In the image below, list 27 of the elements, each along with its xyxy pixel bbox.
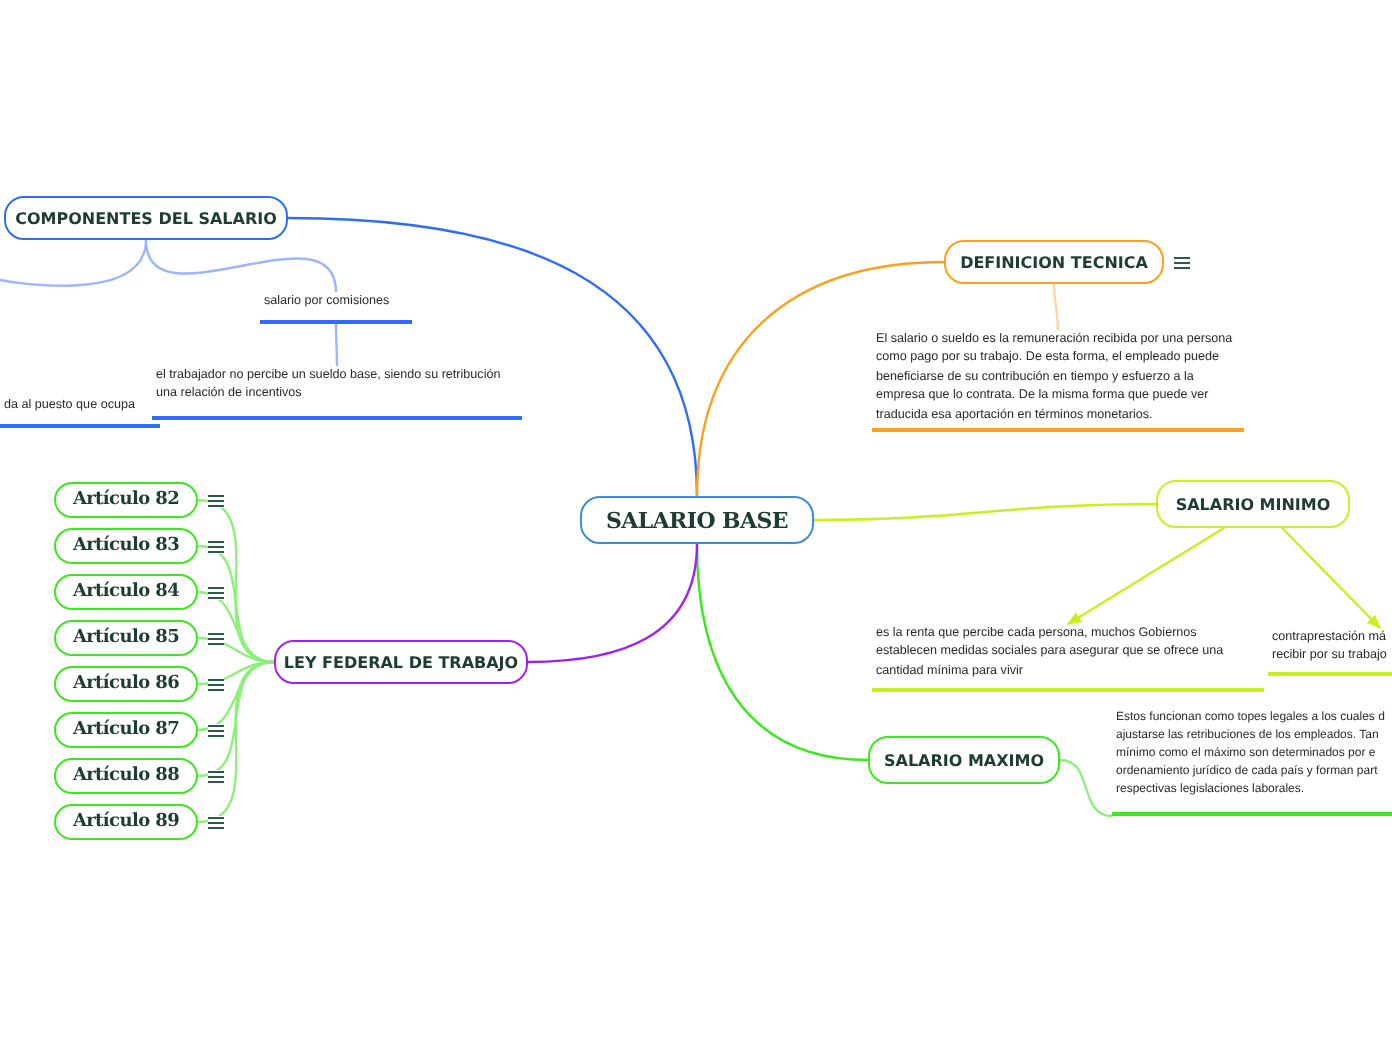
topic-pill: Artículo 83 bbox=[54, 528, 198, 564]
connector bbox=[1052, 283, 1060, 331]
connector bbox=[1059, 758, 1113, 818]
topic-pill: Artículo 82 bbox=[54, 482, 198, 518]
connector bbox=[144, 239, 338, 293]
topic-pill: SALARIO MINIMO bbox=[1156, 480, 1350, 528]
connector bbox=[527, 543, 699, 664]
topic-pill: Artículo 87 bbox=[54, 712, 198, 748]
topic-pill: Artículo 89 bbox=[54, 804, 198, 840]
topic-pill: DEFINICION TECNICA bbox=[944, 240, 1164, 284]
topic-pill: LEY FEDERAL DE TRABAJO bbox=[274, 640, 528, 684]
topic-pill: Artículo 86 bbox=[54, 666, 198, 702]
topic-pill: SALARIO MAXIMO bbox=[868, 736, 1060, 784]
connector bbox=[334, 324, 339, 366]
connector bbox=[197, 660, 275, 732]
connector bbox=[0, 239, 148, 287]
connector bbox=[1281, 527, 1381, 630]
connector bbox=[814, 502, 1156, 522]
connector bbox=[1066, 526, 1225, 626]
topic-pill: COMPONENTES DEL SALARIO bbox=[4, 196, 288, 240]
topic-pill: Artículo 85 bbox=[54, 620, 198, 656]
connector bbox=[197, 660, 275, 824]
connector bbox=[197, 590, 275, 664]
connector bbox=[695, 260, 945, 497]
topic-pill: SALARIO BASE bbox=[580, 496, 814, 544]
topic-pill: Artículo 84 bbox=[54, 574, 198, 610]
topic-pill: Artículo 88 bbox=[54, 758, 198, 794]
